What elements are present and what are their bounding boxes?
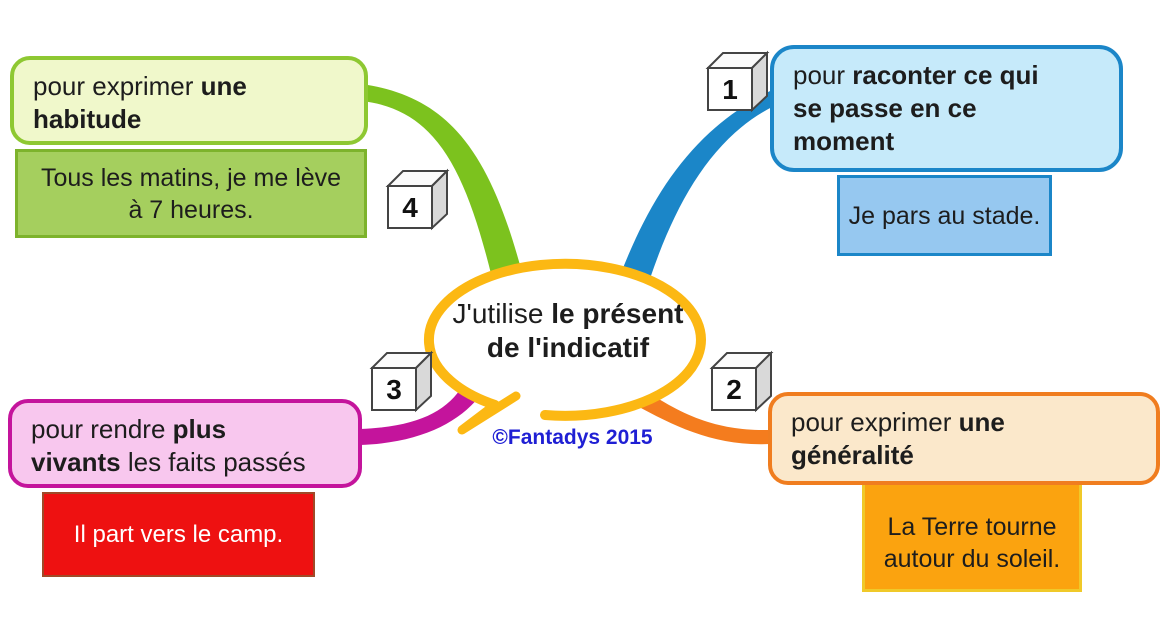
cube-4-number: 4 (402, 192, 418, 223)
bubble-tail (457, 391, 521, 435)
label-regular: pour exprimer (33, 71, 201, 101)
cube-front-face (387, 185, 433, 229)
cube-1-icon[interactable]: 1 (705, 50, 770, 113)
label-regular: pour rendre (31, 414, 173, 444)
label-regular: pour (793, 60, 853, 90)
label-bold: une généralité (791, 407, 1005, 470)
example-box-habitude[interactable]: Tous les matins, je me lève à 7 heures. (15, 149, 367, 238)
topic-regular: J'utilise (452, 298, 552, 329)
example-box-moment[interactable]: Je pars au stade. (837, 175, 1052, 256)
label-bold: plus vivants (31, 414, 227, 477)
label-regular: pour exprimer (791, 407, 959, 437)
branch-box-moment[interactable]: pour raconter ce qui se passe en ce mome… (770, 45, 1123, 172)
branch-box-vivants[interactable]: pour rendre plus vivants les faits passé… (8, 399, 362, 488)
branch-curve-vivants (360, 385, 479, 445)
cube-2-number: 2 (726, 374, 742, 405)
cube-1-number: 1 (722, 74, 738, 105)
cube-front-face (707, 67, 753, 111)
cube-4-icon[interactable]: 4 (385, 168, 450, 231)
cube-3-number: 3 (386, 374, 402, 405)
example-box-vivants[interactable]: Il part vers le camp. (42, 492, 315, 577)
cube-front-face (371, 367, 417, 411)
example-text: Tous les matins, je me lève à 7 heures. (40, 163, 342, 224)
center-topic-label[interactable]: J'utilise le présent de l'indicatif (428, 297, 708, 365)
center-bubble[interactable] (424, 258, 706, 435)
label-bold: une habitude (33, 71, 247, 134)
example-text: Il part vers le camp. (73, 520, 284, 548)
branch-curve-moment (612, 90, 772, 307)
credit-text: ©Fantadys 2015 (492, 426, 653, 449)
cube-3-icon[interactable]: 3 (369, 350, 434, 413)
branch-box-generalite[interactable]: pour exprimer une généralité (768, 392, 1160, 485)
example-text: La Terre tourne autour du soleil. (883, 513, 1061, 573)
label-bold: raconter ce qui se passe en ce moment (793, 60, 1039, 156)
branch-curve-generalite (621, 382, 770, 445)
example-text: Je pars au stade. (848, 201, 1041, 230)
bubble-fill (430, 264, 702, 416)
topic-bold: le présent de l'indicatif (486, 298, 684, 363)
cube-2-icon[interactable]: 2 (709, 350, 774, 413)
label-suffix: les faits passés (120, 447, 306, 477)
branch-curve-habitude (362, 84, 526, 299)
cube-front-face (711, 367, 757, 411)
bubble-border (424, 258, 706, 421)
example-box-generalite[interactable]: La Terre tourne autour du soleil. (862, 478, 1082, 592)
branch-box-habitude[interactable]: pour exprimer une habitude (10, 56, 368, 145)
